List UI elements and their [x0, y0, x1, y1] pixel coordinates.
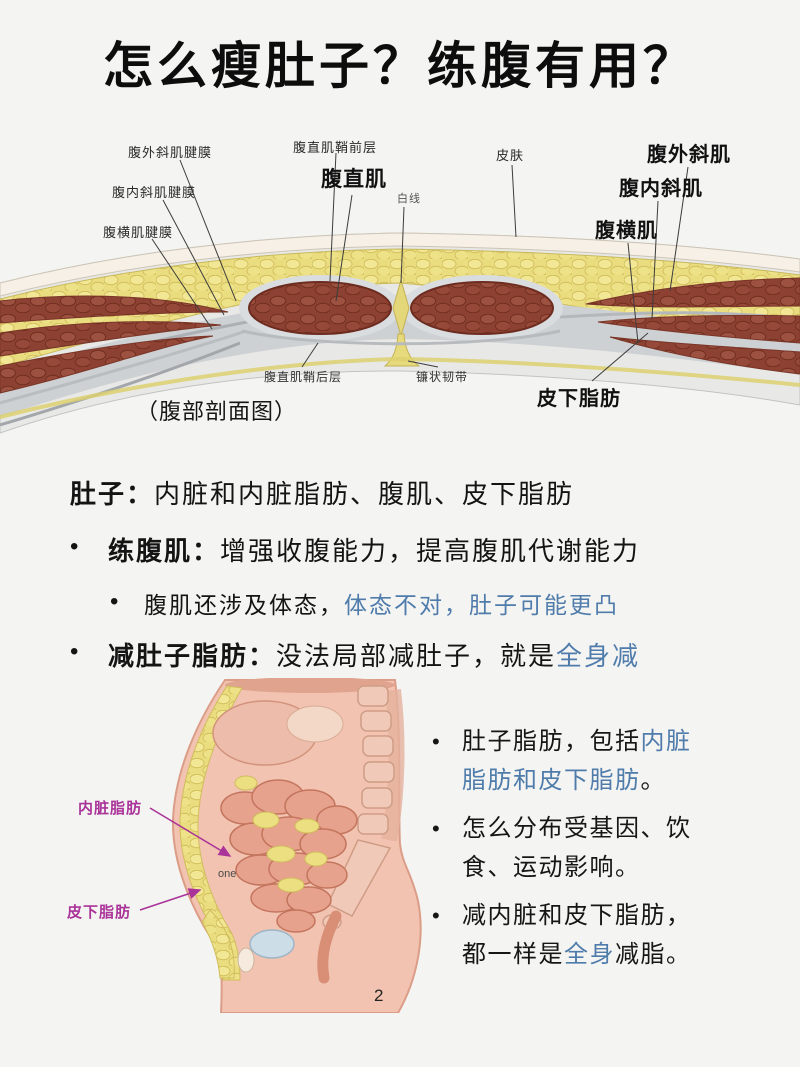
fat-facts-list: • 肚子脂肪，包括内脏脂肪和皮下脂肪。 • 怎么分布受基因、饮食、运动影响。 •…: [432, 722, 722, 983]
summary-intro: 肚子：内脏和内脏脂肪、腹肌、皮下脂肪: [70, 474, 760, 511]
bullet-dot: •: [432, 729, 442, 754]
visceral-fat-lumps: [234, 775, 328, 893]
label-internal-oblique-aponeurosis: 腹内斜肌腱膜: [112, 185, 197, 200]
bullet-dot: •: [70, 533, 81, 560]
list-item-belly-fat-types: • 肚子脂肪，包括内脏脂肪和皮下脂肪。: [432, 722, 722, 800]
bullet-text: 减肚子脂肪：没法局部减肚子，就是全身减: [108, 641, 641, 671]
bullet-dot: •: [70, 638, 81, 665]
list-item-whole-body-fat-loss: • 减内脏和皮下脂肪，都一样是全身减脂。: [432, 896, 722, 974]
bullet-dot: •: [432, 816, 442, 841]
list-item-text: 减内脏和皮下脂肪，都一样是全身减脂。: [462, 902, 692, 968]
list-item-text: 怎么分布受基因、饮食、运动影响。: [462, 815, 692, 881]
list-item-text: 肚子脂肪，包括内脏脂肪和皮下脂肪。: [462, 728, 692, 794]
summary-bullet-train-abs: • 练腹肌：增强收腹能力，提高腹肌代谢能力: [70, 531, 760, 568]
summary-bullet-lose-belly-fat: • 减肚子脂肪：没法局部减肚子，就是全身减: [70, 636, 760, 673]
label-rectus-sheath-posterior: 腹直肌鞘后层: [264, 370, 343, 384]
label-rectus-sheath-anterior: 腹直肌鞘前层: [293, 140, 378, 155]
cross-section-caption: （腹部剖面图）: [136, 399, 298, 424]
label-rectus-abdominis: 腹直肌: [321, 168, 387, 191]
page-number: 2: [374, 986, 384, 1005]
bullet-text: 腹肌还涉及体态，体态不对，肚子可能更凸: [144, 592, 619, 618]
label-external-oblique: 腹外斜肌: [647, 144, 731, 166]
page-title: 怎么瘦肚子？练腹有用？: [103, 38, 697, 94]
list-item-distribution-factors: • 怎么分布受基因、饮食、运动影响。: [432, 809, 722, 887]
label-visceral-fat: 内脏脂肪: [78, 800, 143, 817]
bullet-dot: •: [110, 588, 121, 615]
label-connector-lines: [151, 152, 689, 382]
label-subcutaneous-fat-top: 皮下脂肪: [537, 388, 621, 410]
intro-lead: 肚子：: [70, 479, 155, 509]
bullet-text: 练腹肌：增强收腹能力，提高腹肌代谢能力: [108, 536, 641, 566]
intro-rest: 内脏和内脏脂肪、腹肌、皮下脂肪: [154, 479, 575, 509]
label-arrows: [139, 807, 232, 911]
bullet-dot: •: [432, 903, 442, 928]
summary-subbullet-posture: • 腹肌还涉及体态，体态不对，肚子可能更凸: [110, 586, 760, 620]
summary-section: 肚子：内脏和内脏脂肪、腹肌、皮下脂肪 • 练腹肌：增强收腹能力，提高腹肌代谢能力…: [70, 474, 760, 691]
label-falciform-ligament: 镰状韧带: [416, 370, 469, 384]
sagittal-abdomen-illustration: [139, 678, 422, 1013]
label-linea-alba: 白线: [397, 193, 421, 205]
label-internal-oblique: 腹内斜肌: [619, 178, 703, 200]
label-external-oblique-aponeurosis: 腹外斜肌腱膜: [128, 145, 213, 160]
label-transversus: 腹横肌: [595, 220, 658, 242]
label-transversus-aponeurosis: 腹横肌腱膜: [103, 225, 174, 240]
watermark: one: [218, 868, 237, 880]
label-skin: 皮肤: [496, 148, 525, 163]
abdominal-cross-section-illustration: [0, 152, 800, 434]
label-subcutaneous-fat: 皮下脂肪: [67, 904, 132, 921]
